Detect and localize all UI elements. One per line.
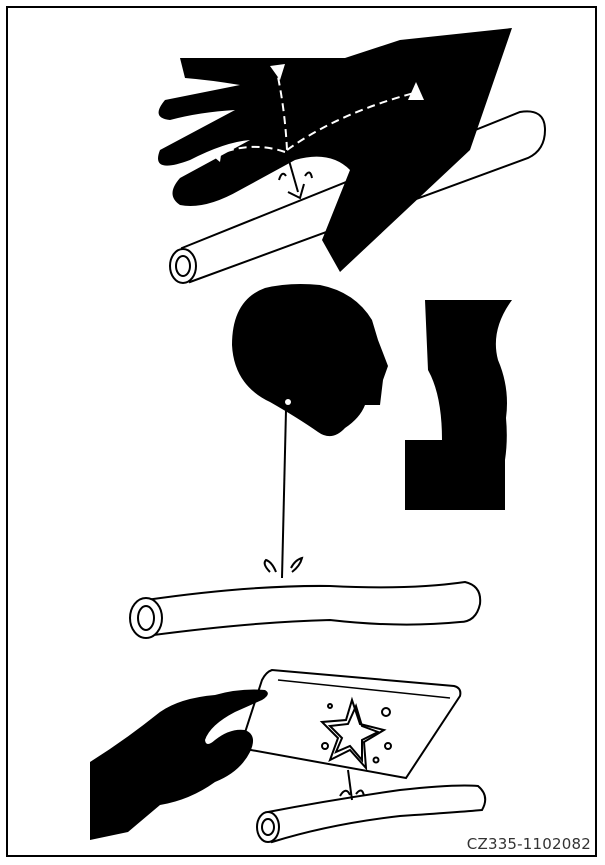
hose-icon-3 <box>257 786 485 843</box>
cardboard-icon <box>240 670 460 778</box>
hose-icon-2 <box>130 582 480 638</box>
fluid-jet-icon <box>282 410 286 578</box>
panel-cardboard-test <box>90 670 485 842</box>
figure-code: CZ335-1102082 <box>467 835 591 853</box>
panel-hand-over-leak <box>158 28 545 283</box>
panel-face-near-leak <box>130 284 512 638</box>
gloved-hand-icon <box>90 690 268 840</box>
head-icon <box>232 284 388 436</box>
body-icon <box>405 300 512 510</box>
